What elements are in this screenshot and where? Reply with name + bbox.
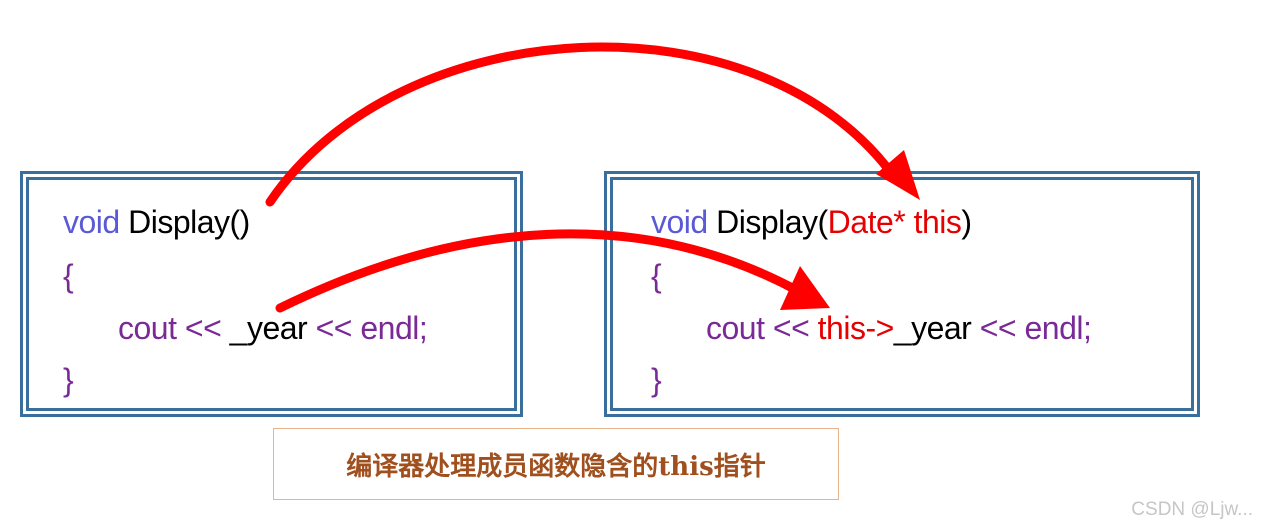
right-line-cout: cout << this->_year << endl;	[706, 308, 1092, 348]
left-cout: cout <<	[118, 310, 230, 346]
left-line-cout: cout << _year << endl;	[118, 308, 428, 348]
left-endl: << endl;	[307, 310, 428, 346]
caption-box: 编译器处理成员函数隐含的this指针	[273, 428, 839, 500]
right-endl: << endl;	[971, 310, 1092, 346]
left-year-var: _year	[229, 310, 308, 346]
right-open-brace: {	[651, 258, 662, 294]
right-year-var: _year	[893, 310, 972, 346]
left-void-keyword: void	[63, 204, 120, 240]
curved-arrow-icon	[275, 229, 830, 313]
right-close-brace: }	[651, 362, 662, 398]
original-code-box: void Display() { cout << _year << endl; …	[20, 171, 523, 417]
left-function-name: Display()	[119, 204, 250, 240]
right-close-paren: )	[961, 204, 972, 240]
right-line-signature: void Display(Date* this)	[651, 202, 972, 242]
left-close-brace: }	[63, 362, 74, 398]
right-function-name: Display(	[707, 204, 828, 240]
curved-arrow-icon	[265, 42, 920, 207]
right-void-keyword: void	[651, 204, 708, 240]
right-this-ptr: this->	[817, 310, 895, 346]
left-line-signature: void Display()	[63, 202, 250, 242]
right-this-param: Date* this	[827, 204, 962, 240]
watermark-text: CSDN @Ljw...	[1131, 499, 1253, 520]
right-cout: cout <<	[706, 310, 818, 346]
left-open-brace: {	[63, 258, 74, 294]
